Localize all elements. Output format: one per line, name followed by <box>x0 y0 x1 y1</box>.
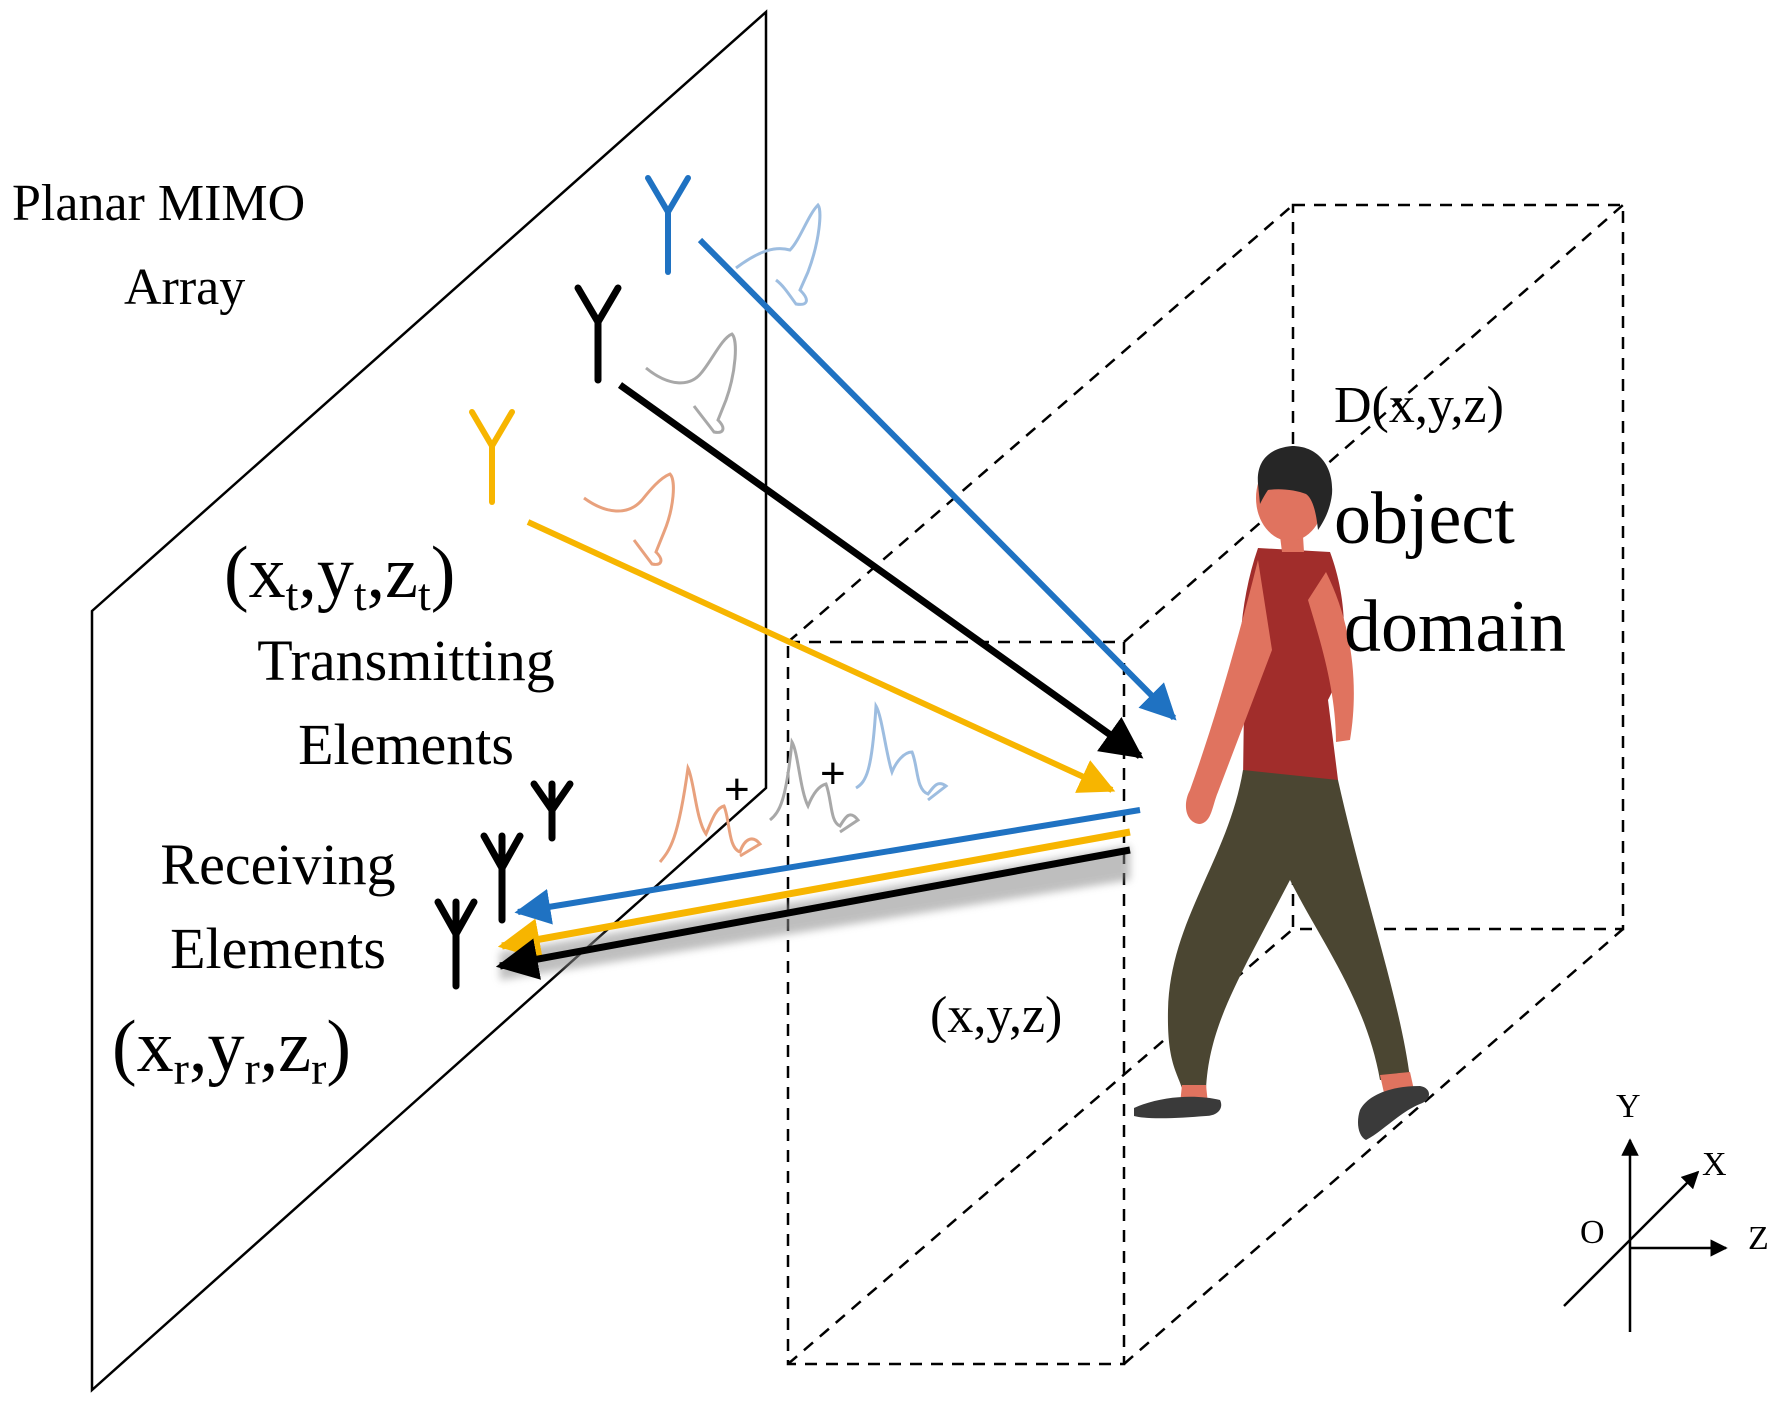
rx-rays <box>495 807 1141 980</box>
object-domain-label-line1: object <box>1334 478 1515 560</box>
pulse-waveform-gray-rx <box>769 737 861 834</box>
object-domain-label-line2: domain <box>1344 586 1566 668</box>
person-figure <box>1134 446 1429 1140</box>
rx-label-line2: Elements <box>170 916 386 981</box>
rx-ray-black <box>495 846 1131 980</box>
array-title-line1: Planar MIMO <box>12 175 306 232</box>
point-coordinate-label: (x,y,z) <box>930 987 1063 1044</box>
array-title-line2: Array <box>124 259 246 316</box>
rx-coordinate: (xr,yr,zr) <box>112 1006 352 1094</box>
coordinate-axes <box>1563 1138 1728 1332</box>
tx-ray-yellow <box>526 519 1116 793</box>
rx-antenna-2 <box>480 832 524 924</box>
axis-origin-label: O <box>1580 1214 1605 1251</box>
pulse-waveform-gray <box>645 332 737 434</box>
rx-ray-blue <box>514 807 1141 925</box>
rx-label-line1: Receiving <box>160 832 396 897</box>
axis-y-label: Y <box>1616 1088 1641 1125</box>
tx-antenna-black <box>574 284 622 384</box>
rx-ray-yellow <box>497 828 1131 960</box>
axis-z-label: Z <box>1748 1220 1769 1257</box>
pulse-waveform-blue-rx <box>855 701 949 802</box>
planar-array-panel <box>90 9 768 1393</box>
tx-ray-blue <box>697 237 1177 721</box>
tx-label-line2: Elements <box>298 712 514 777</box>
tx-antenna-blue <box>645 175 691 275</box>
axis-x-label: X <box>1702 1146 1727 1183</box>
domain-function-label: D(x,y,z) <box>1334 377 1504 434</box>
pulse-waveform-blue <box>735 202 822 306</box>
rx-antenna-3 <box>434 898 478 990</box>
tx-coordinate: (xt,yt,zt) <box>224 532 456 620</box>
plus-sign-2: + <box>820 749 846 798</box>
plus-sign-1: + <box>724 765 750 814</box>
pulse-waveform-orange-rx <box>658 762 763 863</box>
tx-label-line1: Transmitting <box>257 628 555 693</box>
tx-ray-black <box>617 382 1144 759</box>
pulse-waveform-orange <box>583 472 675 566</box>
tx-antenna-yellow <box>469 409 515 505</box>
rx-antenna-1 <box>530 780 574 842</box>
